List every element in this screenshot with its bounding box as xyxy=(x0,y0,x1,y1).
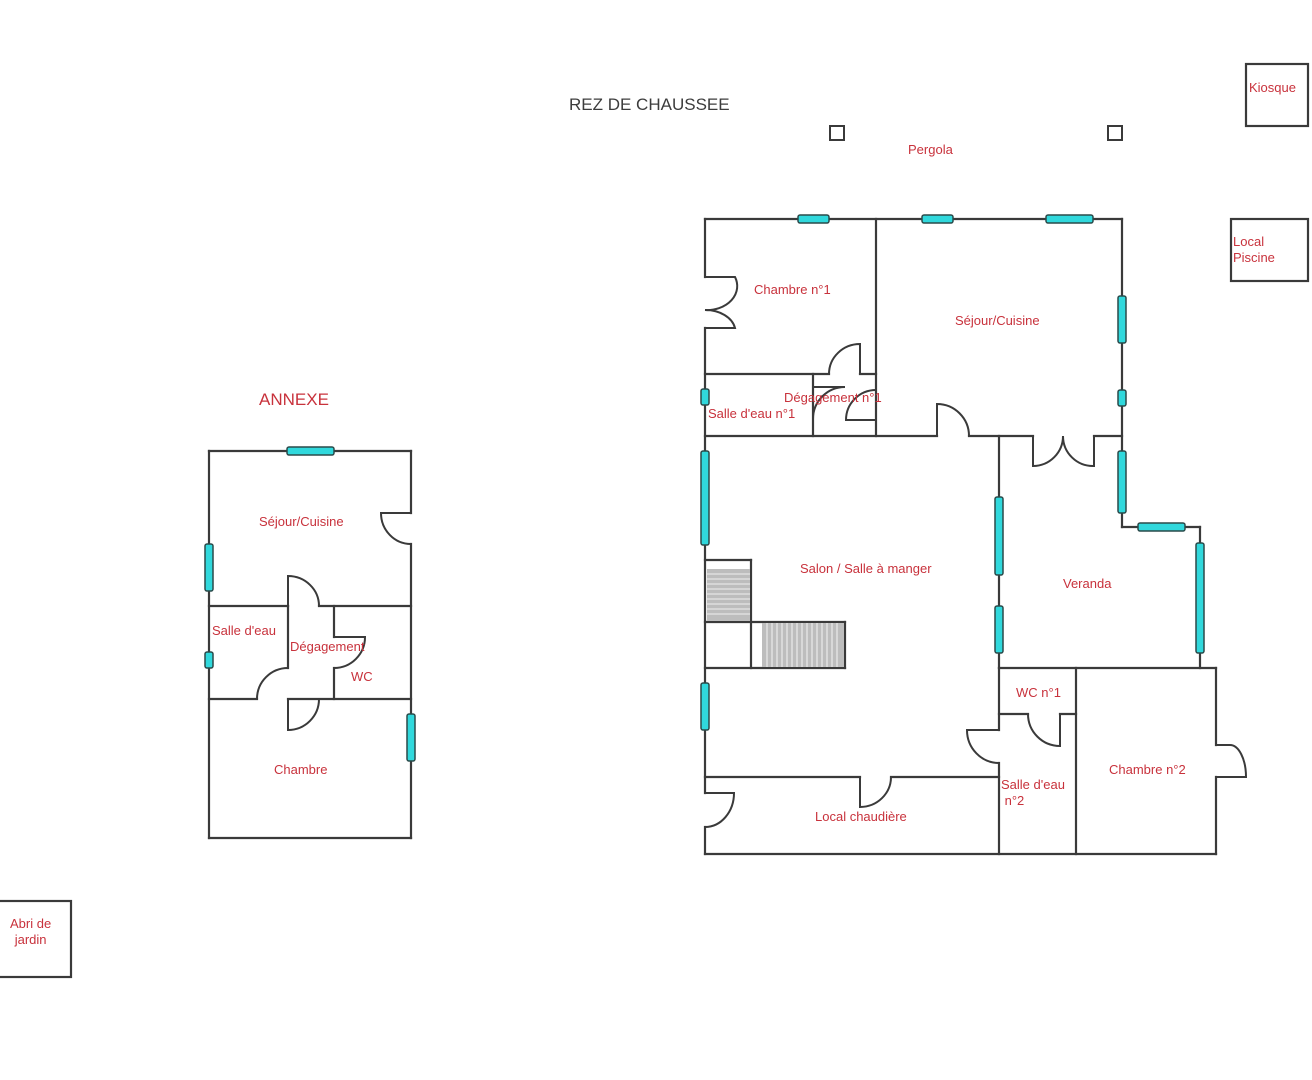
room-label-salle-eau-2: Salle d'eau n°2 xyxy=(1001,777,1065,808)
pergola-label: Pergola xyxy=(908,142,953,157)
annexe-label-degagement: Dégagement xyxy=(290,639,365,654)
room-label-degagement-1: Dégagement n°1 xyxy=(784,390,882,405)
room-label-veranda: Veranda xyxy=(1063,576,1112,591)
page-title: REZ DE CHAUSSEE xyxy=(569,95,730,114)
main-house-windows xyxy=(700,214,1205,731)
abri-jardin-outline xyxy=(0,899,73,979)
local-piscine-label: Local Piscine xyxy=(1233,234,1275,265)
room-label-local-chaudiere: Local chaudière xyxy=(815,809,907,824)
room-label-salon: Salon / Salle à manger xyxy=(800,561,932,576)
annexe-label-sejour-cuisine: Séjour/Cuisine xyxy=(259,514,344,529)
annexe-windows xyxy=(204,446,416,762)
annexe-doors xyxy=(256,512,412,732)
annexe-title: ANNEXE xyxy=(259,390,329,409)
pergola-pillar-left xyxy=(829,125,845,141)
annexe-label-chambre: Chambre xyxy=(274,762,328,777)
pergola-pillar-right xyxy=(1107,125,1123,141)
annexe-label-wc: WC xyxy=(351,669,373,684)
room-label-chambre-2: Chambre n°2 xyxy=(1109,762,1186,777)
local-piscine-outline xyxy=(1229,217,1310,283)
room-label-wc-1: WC n°1 xyxy=(1016,685,1061,700)
room-label-chambre-1: Chambre n°1 xyxy=(754,282,831,297)
abri-jardin-label: Abri de jardin xyxy=(10,916,52,947)
annexe-label-salle-eau: Salle d'eau xyxy=(212,623,276,638)
kiosque-label: Kiosque xyxy=(1249,80,1296,95)
kiosque-outline xyxy=(1244,62,1310,128)
staircase-icon xyxy=(707,569,844,667)
annexe-walls xyxy=(207,449,413,840)
room-label-salle-eau-1: Salle d'eau n°1 xyxy=(708,406,796,421)
main-house-doors xyxy=(704,276,1248,828)
room-label-sejour-cuisine: Séjour/Cuisine xyxy=(955,313,1040,328)
